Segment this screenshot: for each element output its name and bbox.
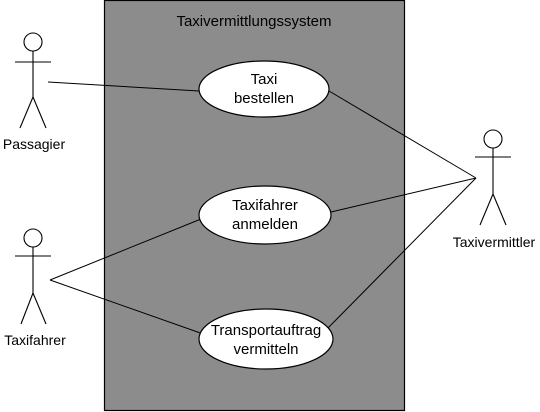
usecase-taxi-bestellen: Taxi bestellen [198,60,330,118]
usecase-transportauftrag-vermitteln-line2: vermitteln [233,341,298,358]
actor-passagier-leg-right [32,96,47,129]
association-taxivermittler-transportauftrag [325,177,477,331]
actor-taxifahrer-leg-right [32,292,47,325]
system-title: Taxivermittlungssystem [176,13,331,30]
actor-taxivermittler-leg-right [492,193,507,226]
usecase-taxi-bestellen-line1: Taxi [251,71,278,88]
usecase-transportauftrag-vermitteln-line1: Transportauftrag [211,322,321,339]
usecase-taxi-bestellen-ellipse [198,60,330,118]
actor-taxifahrer-leg-left [20,292,34,325]
usecase-taxifahrer-anmelden-line2: anmelden [232,216,298,233]
actor-passagier-label: Passagier [3,136,66,152]
association-taxivermittler-taxi-bestellen [328,90,477,179]
actor-taxivermittler-leg-left [479,193,494,226]
actor-taxifahrer-head [23,228,43,248]
association-passagier-taxi-bestellen [47,81,200,92]
actor-passagier-head [23,32,43,52]
usecase-transportauftrag-vermitteln: Transportauftrag vermitteln [198,308,334,370]
actor-taxivermittler-head [483,129,503,149]
usecase-transportauftrag-vermitteln-ellipse [198,308,334,370]
usecase-taxi-bestellen-line2: bestellen [234,90,294,107]
actor-passagier-figure [15,32,51,129]
usecase-taxifahrer-anmelden: Taxifahrer anmelden [198,185,332,245]
actor-taxivermittler-label: Taxivermittler [453,234,536,250]
association-taxifahrer-anmelden [49,218,202,281]
usecase-taxifahrer-anmelden-ellipse [198,185,332,245]
usecase-taxifahrer-anmelden-line1: Taxifahrer [232,197,298,214]
actor-taxifahrer-label: Taxifahrer [4,332,66,348]
actor-taxivermittler-figure [475,129,511,226]
actor-passagier-leg-left [19,96,34,129]
association-taxivermittler-anmelden [330,177,477,213]
association-taxifahrer-transportauftrag [49,279,207,336]
associations [47,81,477,336]
actor-taxifahrer-figure [15,228,51,325]
